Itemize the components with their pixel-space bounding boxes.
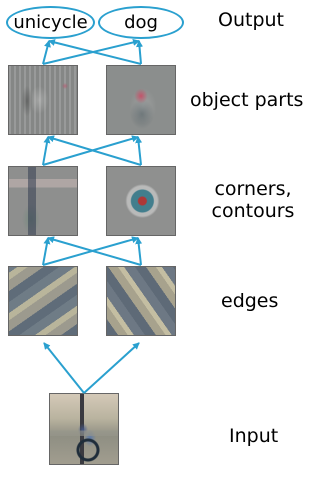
contours-tile-2 [106, 166, 176, 236]
object-parts-tile-2 [106, 65, 176, 135]
edges-tile-1 [8, 266, 78, 336]
output-unicycle-node: unicycle [6, 6, 95, 39]
output-dog-node: dog [98, 6, 184, 39]
label-input: Input [229, 425, 279, 447]
label-corners-line2: contours [211, 200, 295, 222]
output-dog-label: dog [124, 12, 158, 33]
label-corners: corners, contours [208, 178, 298, 222]
input-image [49, 393, 119, 465]
label-output: Output [218, 9, 284, 31]
label-edges: edges [221, 290, 279, 312]
corners-tile-1 [8, 166, 78, 236]
output-unicycle-label: unicycle [13, 12, 88, 33]
label-object-parts: object parts [190, 89, 304, 111]
label-corners-line1: corners, [214, 178, 292, 200]
object-parts-tile-1 [8, 65, 78, 135]
edges-tile-2 [106, 266, 176, 336]
